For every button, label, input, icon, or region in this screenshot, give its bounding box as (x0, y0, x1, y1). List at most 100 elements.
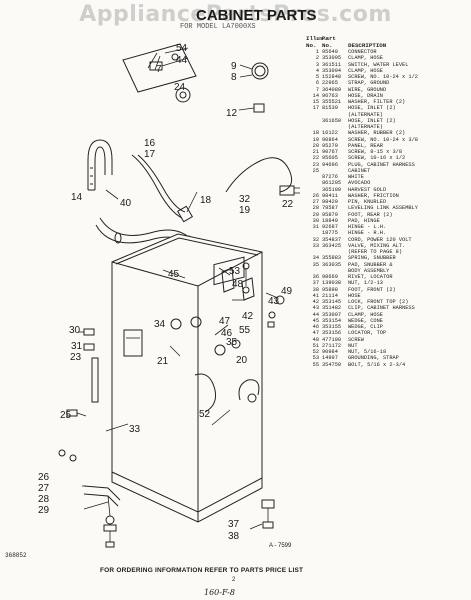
part-description: HOSE, DRAIN (348, 92, 383, 99)
part-no: 95640 (322, 49, 338, 55)
illus-no: 21 (312, 149, 319, 155)
callout-23: 23 (70, 352, 82, 363)
callout-38: 38 (228, 531, 240, 542)
illus-no: 48 (312, 336, 319, 343)
part-no: 477190 (322, 336, 342, 343)
part-no: 21114 (322, 292, 338, 299)
page-title: CABINET PARTS (196, 7, 317, 24)
part-no: 353095 (322, 55, 342, 62)
callout-40: 40 (120, 198, 132, 209)
illus-no: 29 (312, 211, 319, 218)
part-description: LEVELING LINK ASSEMBLY (348, 205, 418, 212)
header-illus: Illus. (306, 35, 327, 42)
parts-list-header-row1: Illus. Part (306, 35, 470, 43)
part-description: CLAMP, HOSE (348, 311, 383, 318)
illus-no: 55 (312, 361, 319, 368)
part-description: WEDGE, CONE (348, 317, 383, 324)
illus-no: 41 (312, 292, 319, 299)
part-no: 22965 (322, 80, 338, 87)
illus-no: 2 (315, 55, 319, 62)
illus-no: 53 (312, 355, 319, 362)
illus-no: 45 (312, 317, 319, 324)
part-no: 271172 (322, 342, 342, 349)
hose-clamp-top (238, 62, 269, 113)
part-no: 363425 (322, 242, 342, 249)
callout-20: 20 (236, 355, 248, 366)
right-side-clip (267, 295, 285, 328)
part-description: HOSE, INLET (2) (348, 105, 396, 112)
callout-16: 16 (144, 138, 156, 149)
part-no: 18849 (322, 217, 338, 224)
part-no: 363035 (322, 261, 342, 268)
model-subtitle: FOR MODEL LA7000XS (180, 23, 256, 31)
part-no: 353155 (322, 324, 342, 330)
ordering-footer: FOR ORDERING INFORMATION REFER TO PARTS … (100, 567, 304, 574)
callout-52: 52 (199, 409, 211, 420)
illus-no: 36 (312, 274, 319, 280)
part-no: 364089 (322, 86, 342, 93)
page-mark: 2 (232, 577, 236, 583)
illus-no: 44 (312, 311, 319, 318)
part-no: 16122 (322, 130, 338, 137)
part-no: 152848 (322, 74, 342, 80)
callout-14: 14 (71, 192, 83, 203)
header-no-1: No. (306, 41, 317, 49)
callout-45: 45 (168, 269, 180, 280)
header-description: DESCRIPTION (348, 41, 387, 49)
callout-37: 37 (228, 519, 240, 530)
part-no: 81539 (322, 105, 338, 112)
hinges (78, 328, 99, 403)
leveling-feet (103, 499, 275, 548)
parts-row: (REFER TO PAGE 8) (306, 249, 470, 255)
callout-44: 44 (176, 55, 188, 66)
part-description: BOLT, 5/16 x 2-3/4 (348, 361, 406, 368)
part-no: 95279 (322, 142, 338, 149)
part-description: SPRING, SNUBBER (348, 255, 396, 262)
drawing-number: A - 7599 (269, 543, 292, 549)
illus-no: 31 (312, 224, 319, 230)
handwritten-note: 160-F-8 (204, 588, 235, 597)
part-description: WASHER, FRICTION (348, 192, 399, 199)
part-description: BODY ASSEMBLY (348, 267, 390, 274)
part-no: 355883 (322, 255, 342, 262)
leader-lines (82, 52, 279, 530)
part-no: 353156 (322, 330, 342, 337)
parts-row: BODY ASSEMBLY (306, 268, 470, 274)
callout-31: 31 (71, 341, 83, 352)
part-description: PAD, SNUBBER & (348, 261, 393, 268)
part-no: 354750 (322, 361, 342, 368)
part-description: NUT, 1/2-13 (348, 280, 383, 287)
part-description: HINGE - L.H. (348, 224, 387, 230)
part-no: 139038 (322, 280, 342, 287)
part-no: 365109 (322, 186, 342, 193)
part-description: HARVEST GOLD (348, 186, 387, 193)
part-description: WASHER, RUBBER (2) (348, 130, 406, 137)
illus-no: 28 (312, 205, 319, 212)
part-no: 87276 (322, 174, 338, 180)
header-part: Part (322, 35, 336, 42)
header-no-2: No. (322, 41, 333, 49)
callout-53: 53 (229, 266, 241, 277)
callout-48: 48 (232, 279, 244, 290)
callout-28: 28 (38, 494, 50, 505)
illus-no: 35 (312, 261, 319, 268)
